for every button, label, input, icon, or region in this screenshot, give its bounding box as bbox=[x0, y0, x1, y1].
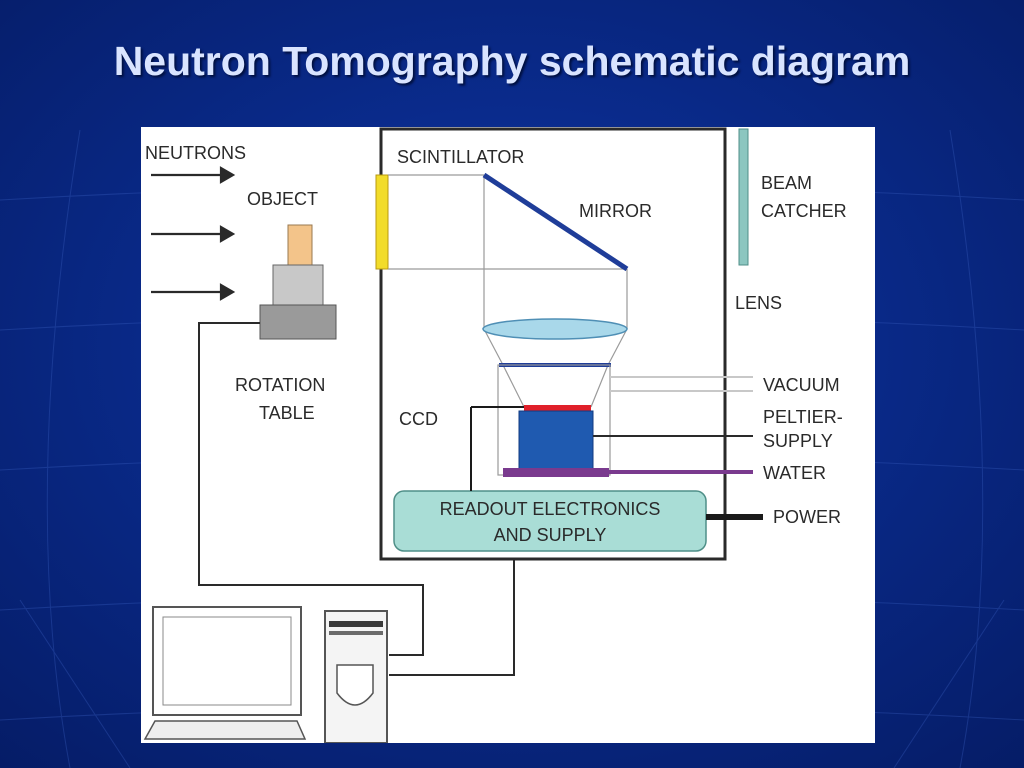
label-beam-catcher-line2: CATCHER bbox=[761, 201, 847, 221]
label-power: POWER bbox=[773, 507, 841, 527]
detector-housing bbox=[379, 127, 727, 561]
cables bbox=[198, 322, 515, 676]
object-sample bbox=[287, 224, 313, 266]
label-readout-line2: AND SUPPLY bbox=[494, 525, 607, 545]
readout-electronics-box bbox=[393, 490, 707, 552]
label-rotation-table-line2: TABLE bbox=[259, 403, 315, 423]
ccd-sensor bbox=[524, 405, 591, 411]
label-peltier-line2: SUPPLY bbox=[763, 431, 833, 451]
tower-drive-1 bbox=[329, 621, 383, 627]
mirror bbox=[482, 172, 629, 272]
keyboard bbox=[143, 720, 307, 740]
label-readout-line1: READOUT ELECTRONICS bbox=[440, 499, 661, 519]
neutron-arrowhead-1 bbox=[219, 166, 236, 184]
neutron-tomography-diagram: NEUTRONS OBJECT ROTATION TABLE SCINTILLA… bbox=[143, 127, 847, 743]
light-path bbox=[388, 174, 628, 408]
tower-drive-2 bbox=[329, 631, 383, 635]
neutron-arrows bbox=[151, 166, 236, 301]
connector-lines bbox=[470, 376, 763, 520]
label-lens: LENS bbox=[735, 293, 782, 313]
beam-catcher bbox=[738, 128, 749, 266]
label-beam-catcher-line1: BEAM bbox=[761, 173, 812, 193]
label-object: OBJECT bbox=[247, 189, 318, 209]
label-mirror: MIRROR bbox=[579, 201, 652, 221]
label-neutrons: NEUTRONS bbox=[145, 143, 246, 163]
label-water: WATER bbox=[763, 463, 826, 483]
scintillator-plate bbox=[375, 174, 389, 270]
diagram-panel: NEUTRONS OBJECT ROTATION TABLE SCINTILLA… bbox=[141, 127, 875, 743]
tower-vent-icon bbox=[336, 664, 374, 706]
monitor-screen bbox=[162, 616, 292, 706]
neutron-arrowhead-3 bbox=[219, 283, 236, 301]
neutron-arrowhead-2 bbox=[219, 225, 236, 243]
slide-title: Neutron Tomography schematic diagram bbox=[113, 38, 911, 84]
label-scintillator: SCINTILLATOR bbox=[397, 147, 524, 167]
lens bbox=[482, 318, 628, 340]
label-ccd: CCD bbox=[399, 409, 438, 429]
rotation-table-top bbox=[272, 264, 324, 306]
label-vacuum: VACUUM bbox=[763, 375, 840, 395]
label-rotation-table-line1: ROTATION bbox=[235, 375, 325, 395]
water-cooling-plate bbox=[503, 468, 609, 477]
label-peltier-line1: PELTIER- bbox=[763, 407, 843, 427]
rotation-table-base bbox=[259, 304, 337, 340]
ccd-body bbox=[518, 410, 594, 470]
computer bbox=[143, 606, 388, 743]
